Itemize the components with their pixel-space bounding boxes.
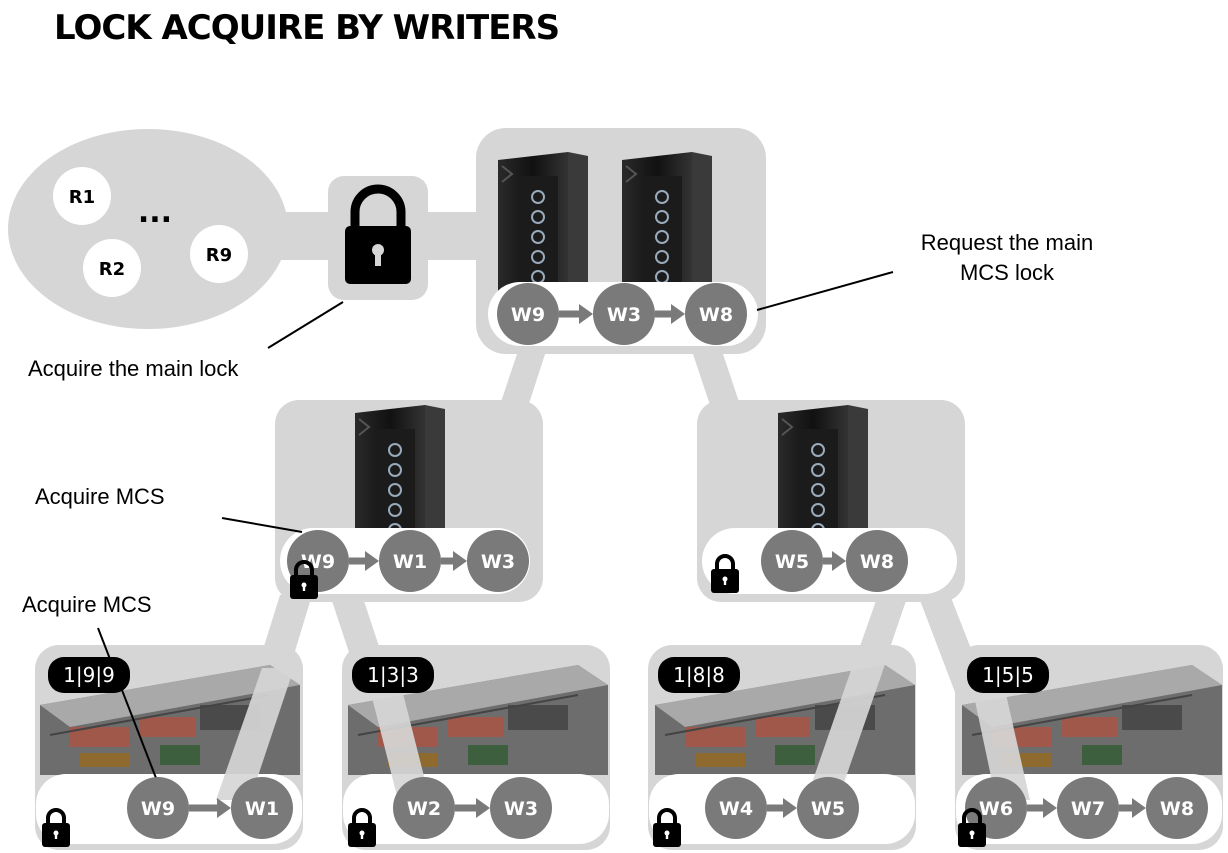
leaf-badge-2: 1|3|3 [352, 657, 434, 693]
queue-arrowhead [1132, 798, 1146, 818]
writer-label: W5 [775, 551, 809, 573]
root-queue: W9 W3 W8 [497, 283, 747, 345]
writer-node-w4: W4 [705, 777, 767, 839]
reader-node-r9: R9 [190, 225, 248, 283]
writer-node-w5: W5 [761, 530, 823, 592]
writer-node-w9: W9 [497, 283, 559, 345]
leaf-badge-label: 1|3|3 [367, 663, 419, 687]
writer-node-w8: W8 [1146, 777, 1208, 839]
leaf-badge-4: 1|5|5 [967, 657, 1049, 693]
leader-line [267, 301, 344, 349]
request-main-mcs-line2: MCS lock [959, 260, 1055, 285]
request-main-mcs-annotation: Request the main MCS lock [892, 228, 1122, 288]
reader-label: R9 [206, 245, 232, 266]
writer-label: W4 [719, 798, 753, 820]
writer-label: W9 [301, 551, 335, 573]
writer-label: W3 [481, 551, 515, 573]
queue-arrowhead [453, 551, 467, 571]
queue-arrowhead [365, 551, 379, 571]
connector-overlay [968, 668, 1030, 800]
queue-arrowhead [832, 551, 846, 571]
reader-label: R2 [99, 259, 125, 280]
writer-label: W9 [141, 798, 175, 820]
reader-node-r1: R1 [53, 167, 111, 225]
writer-node-w3: W3 [490, 777, 552, 839]
leaf-badges: 1|9|9 1|3|3 1|8|8 1|5|5 [48, 657, 1049, 693]
writer-node-w9: W9 [127, 777, 189, 839]
reader-label: R1 [69, 187, 95, 208]
leader-line [756, 271, 894, 311]
leaf-1-queue: W9 W1 [127, 777, 293, 839]
readers-ellipsis: ... [138, 195, 172, 230]
writer-label: W8 [860, 551, 894, 573]
acquire-mcs-level2-annotation: Acquire MCS [35, 484, 165, 509]
leaf-badge-label: 1|9|9 [63, 663, 115, 687]
queue-arrowhead [783, 798, 797, 818]
mid-left-queue: W9 W1 W3 [287, 530, 529, 592]
lock-icon [958, 808, 986, 847]
small-locks [42, 554, 986, 847]
acquire-main-lock-annotation: Acquire the main lock [28, 356, 239, 381]
leaf-badge-1: 1|9|9 [48, 657, 130, 693]
leaf-badge-label: 1|8|8 [673, 663, 725, 687]
writer-label: W9 [511, 304, 545, 326]
leader-line [97, 627, 157, 779]
leaf-3-queue: W4 W5 [705, 777, 859, 839]
queue-arrowhead [579, 304, 593, 324]
connector-overlay [216, 668, 294, 800]
leader-line [221, 517, 303, 533]
writer-node-w7: W7 [1057, 777, 1119, 839]
queue-arrowhead [671, 304, 685, 324]
writer-label: W1 [245, 798, 279, 820]
writer-label: W1 [393, 551, 427, 573]
lock-icon [348, 808, 376, 847]
writer-node-w8: W8 [685, 283, 747, 345]
queue-arrowhead [217, 798, 231, 818]
lock-icon [653, 808, 681, 847]
writer-label: W5 [811, 798, 845, 820]
writer-node-w2: W2 [393, 777, 455, 839]
leaf-badge-label: 1|5|5 [982, 663, 1034, 687]
acquire-mcs-level3-annotation: Acquire MCS [22, 592, 152, 617]
lock-icon [290, 560, 318, 599]
mid-right-queue: W5 W8 [761, 530, 908, 592]
server-rack-icon [621, 151, 713, 303]
server-rack-icon [497, 151, 589, 303]
queue-arrowhead [1043, 798, 1057, 818]
page-title: LOCK ACQUIRE BY WRITERS [54, 8, 560, 48]
writer-node-w8: W8 [846, 530, 908, 592]
writer-node-w1: W1 [231, 777, 293, 839]
lock-icon [42, 808, 70, 847]
writer-label: W8 [699, 304, 733, 326]
connector-overlay [806, 650, 890, 800]
writer-label: W2 [407, 798, 441, 820]
reader-node-r2: R2 [83, 239, 141, 297]
writer-label: W3 [607, 304, 641, 326]
writer-node-w3: W3 [593, 283, 655, 345]
request-main-mcs-line1: Request the main [920, 230, 1094, 255]
writer-node-w1: W1 [379, 530, 441, 592]
leaf-badge-3: 1|8|8 [658, 657, 740, 693]
writer-node-w3: W3 [467, 530, 529, 592]
writer-label: W3 [504, 798, 538, 820]
writer-label: W7 [1071, 798, 1105, 820]
leaf-2-queue: W2 W3 [393, 777, 552, 839]
leaf-4-queue: W6 W7 W8 [965, 777, 1208, 839]
lock-icon [711, 554, 739, 593]
main-lock-icon [345, 184, 411, 284]
writer-label: W6 [979, 798, 1013, 820]
writer-label: W8 [1160, 798, 1194, 820]
writer-node-w5: W5 [797, 777, 859, 839]
queue-arrowhead [476, 798, 490, 818]
